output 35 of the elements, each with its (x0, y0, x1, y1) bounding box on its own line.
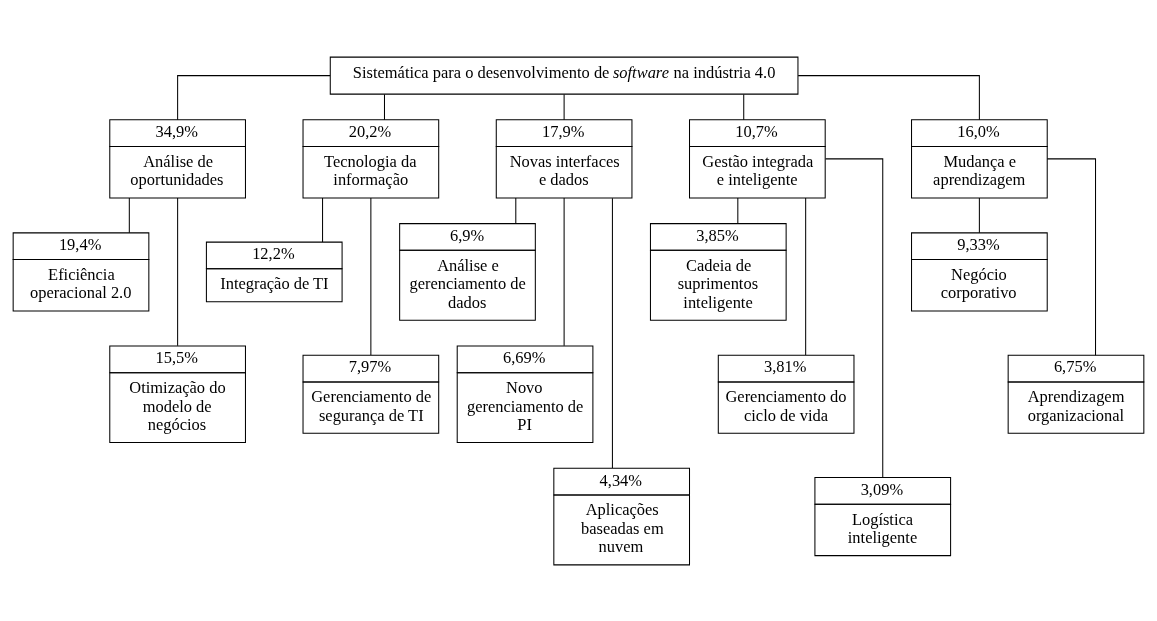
node-label: 3,85% (696, 225, 739, 245)
connector (737, 197, 739, 224)
connector (743, 93, 745, 120)
node-label: 16,0% (957, 121, 1000, 141)
node-label: 3,09% (860, 479, 904, 499)
node-label: 19,4% (58, 234, 102, 254)
node-label: 6,69% (502, 347, 546, 367)
connector (383, 93, 385, 120)
connector (128, 197, 130, 233)
node-label: 9,33% (957, 234, 1000, 254)
connector (177, 197, 179, 346)
connector (563, 93, 565, 120)
connector (370, 197, 372, 356)
connector (563, 197, 565, 346)
node-label: 34,9% (155, 121, 198, 141)
connector (177, 74, 331, 120)
connector (515, 197, 517, 224)
node-label: 20,2% (348, 121, 392, 141)
connector (978, 197, 980, 233)
node-label: 3,81% (764, 356, 807, 376)
node-label: 15,5% (155, 347, 198, 367)
node-label: 10,7% (735, 121, 778, 141)
connector (797, 74, 980, 120)
node-label: 6,75% (1053, 356, 1097, 376)
node-label: 12,2% (252, 243, 295, 263)
node-label: 17,9% (542, 121, 585, 141)
connector (322, 197, 324, 243)
connector (805, 197, 807, 356)
connector (825, 157, 884, 478)
node-box: Sistemática para o desenvolvimento de software na indústria 4.0 (329, 56, 799, 95)
node-label: 7,97% (348, 356, 392, 376)
node-label: 6,9% (450, 225, 485, 245)
node-label: 4,34% (599, 470, 643, 490)
connector (611, 197, 613, 469)
connector (1046, 157, 1097, 356)
